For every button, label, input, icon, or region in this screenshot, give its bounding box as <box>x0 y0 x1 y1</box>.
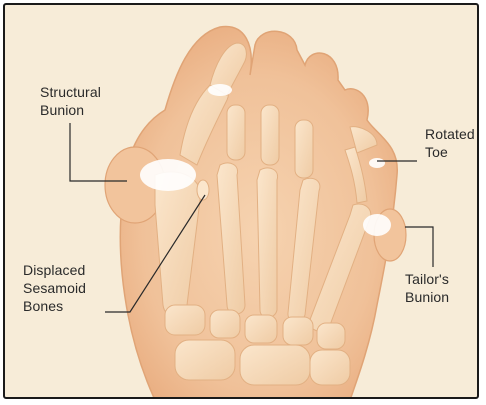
label-tailors-bunion: Tailor's Bunion <box>405 270 449 306</box>
bunion-highlight-structural <box>140 159 196 191</box>
foot-illustration <box>5 5 479 399</box>
third-metatarsal <box>257 168 278 317</box>
label-rotated-toe: Rotated Toe <box>425 125 475 161</box>
bunion-highlight-tailor <box>363 214 391 236</box>
sesamoid-bone <box>197 180 209 200</box>
diagram-frame: Structural Bunion Displaced Sesamoid Bon… <box>3 3 479 399</box>
leader-tailors <box>405 227 433 267</box>
label-structural-bunion: Structural Bunion <box>40 83 101 119</box>
label-displaced-sesamoid-bones: Displaced Sesamoid Bones <box>23 261 86 315</box>
